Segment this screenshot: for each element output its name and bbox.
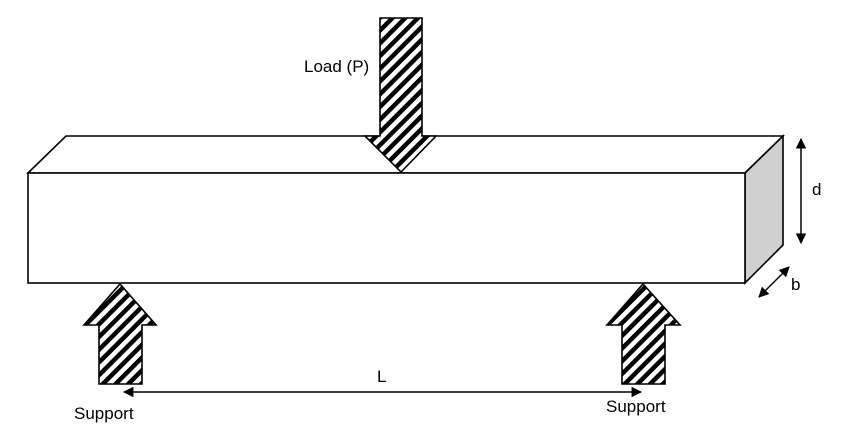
load-arrow — [363, 17, 438, 174]
support-right-label: Support — [606, 397, 666, 416]
support-arrow-right — [605, 282, 682, 385]
depth-label: d — [812, 180, 821, 199]
breadth-dimension-line — [758, 266, 790, 298]
support-left-label: Support — [74, 404, 134, 423]
breadth-label: b — [791, 275, 800, 294]
load-label: Load (P) — [304, 57, 369, 76]
span-label: L — [377, 367, 386, 386]
beam-front-face — [27, 172, 746, 284]
support-arrow-left — [82, 282, 158, 385]
